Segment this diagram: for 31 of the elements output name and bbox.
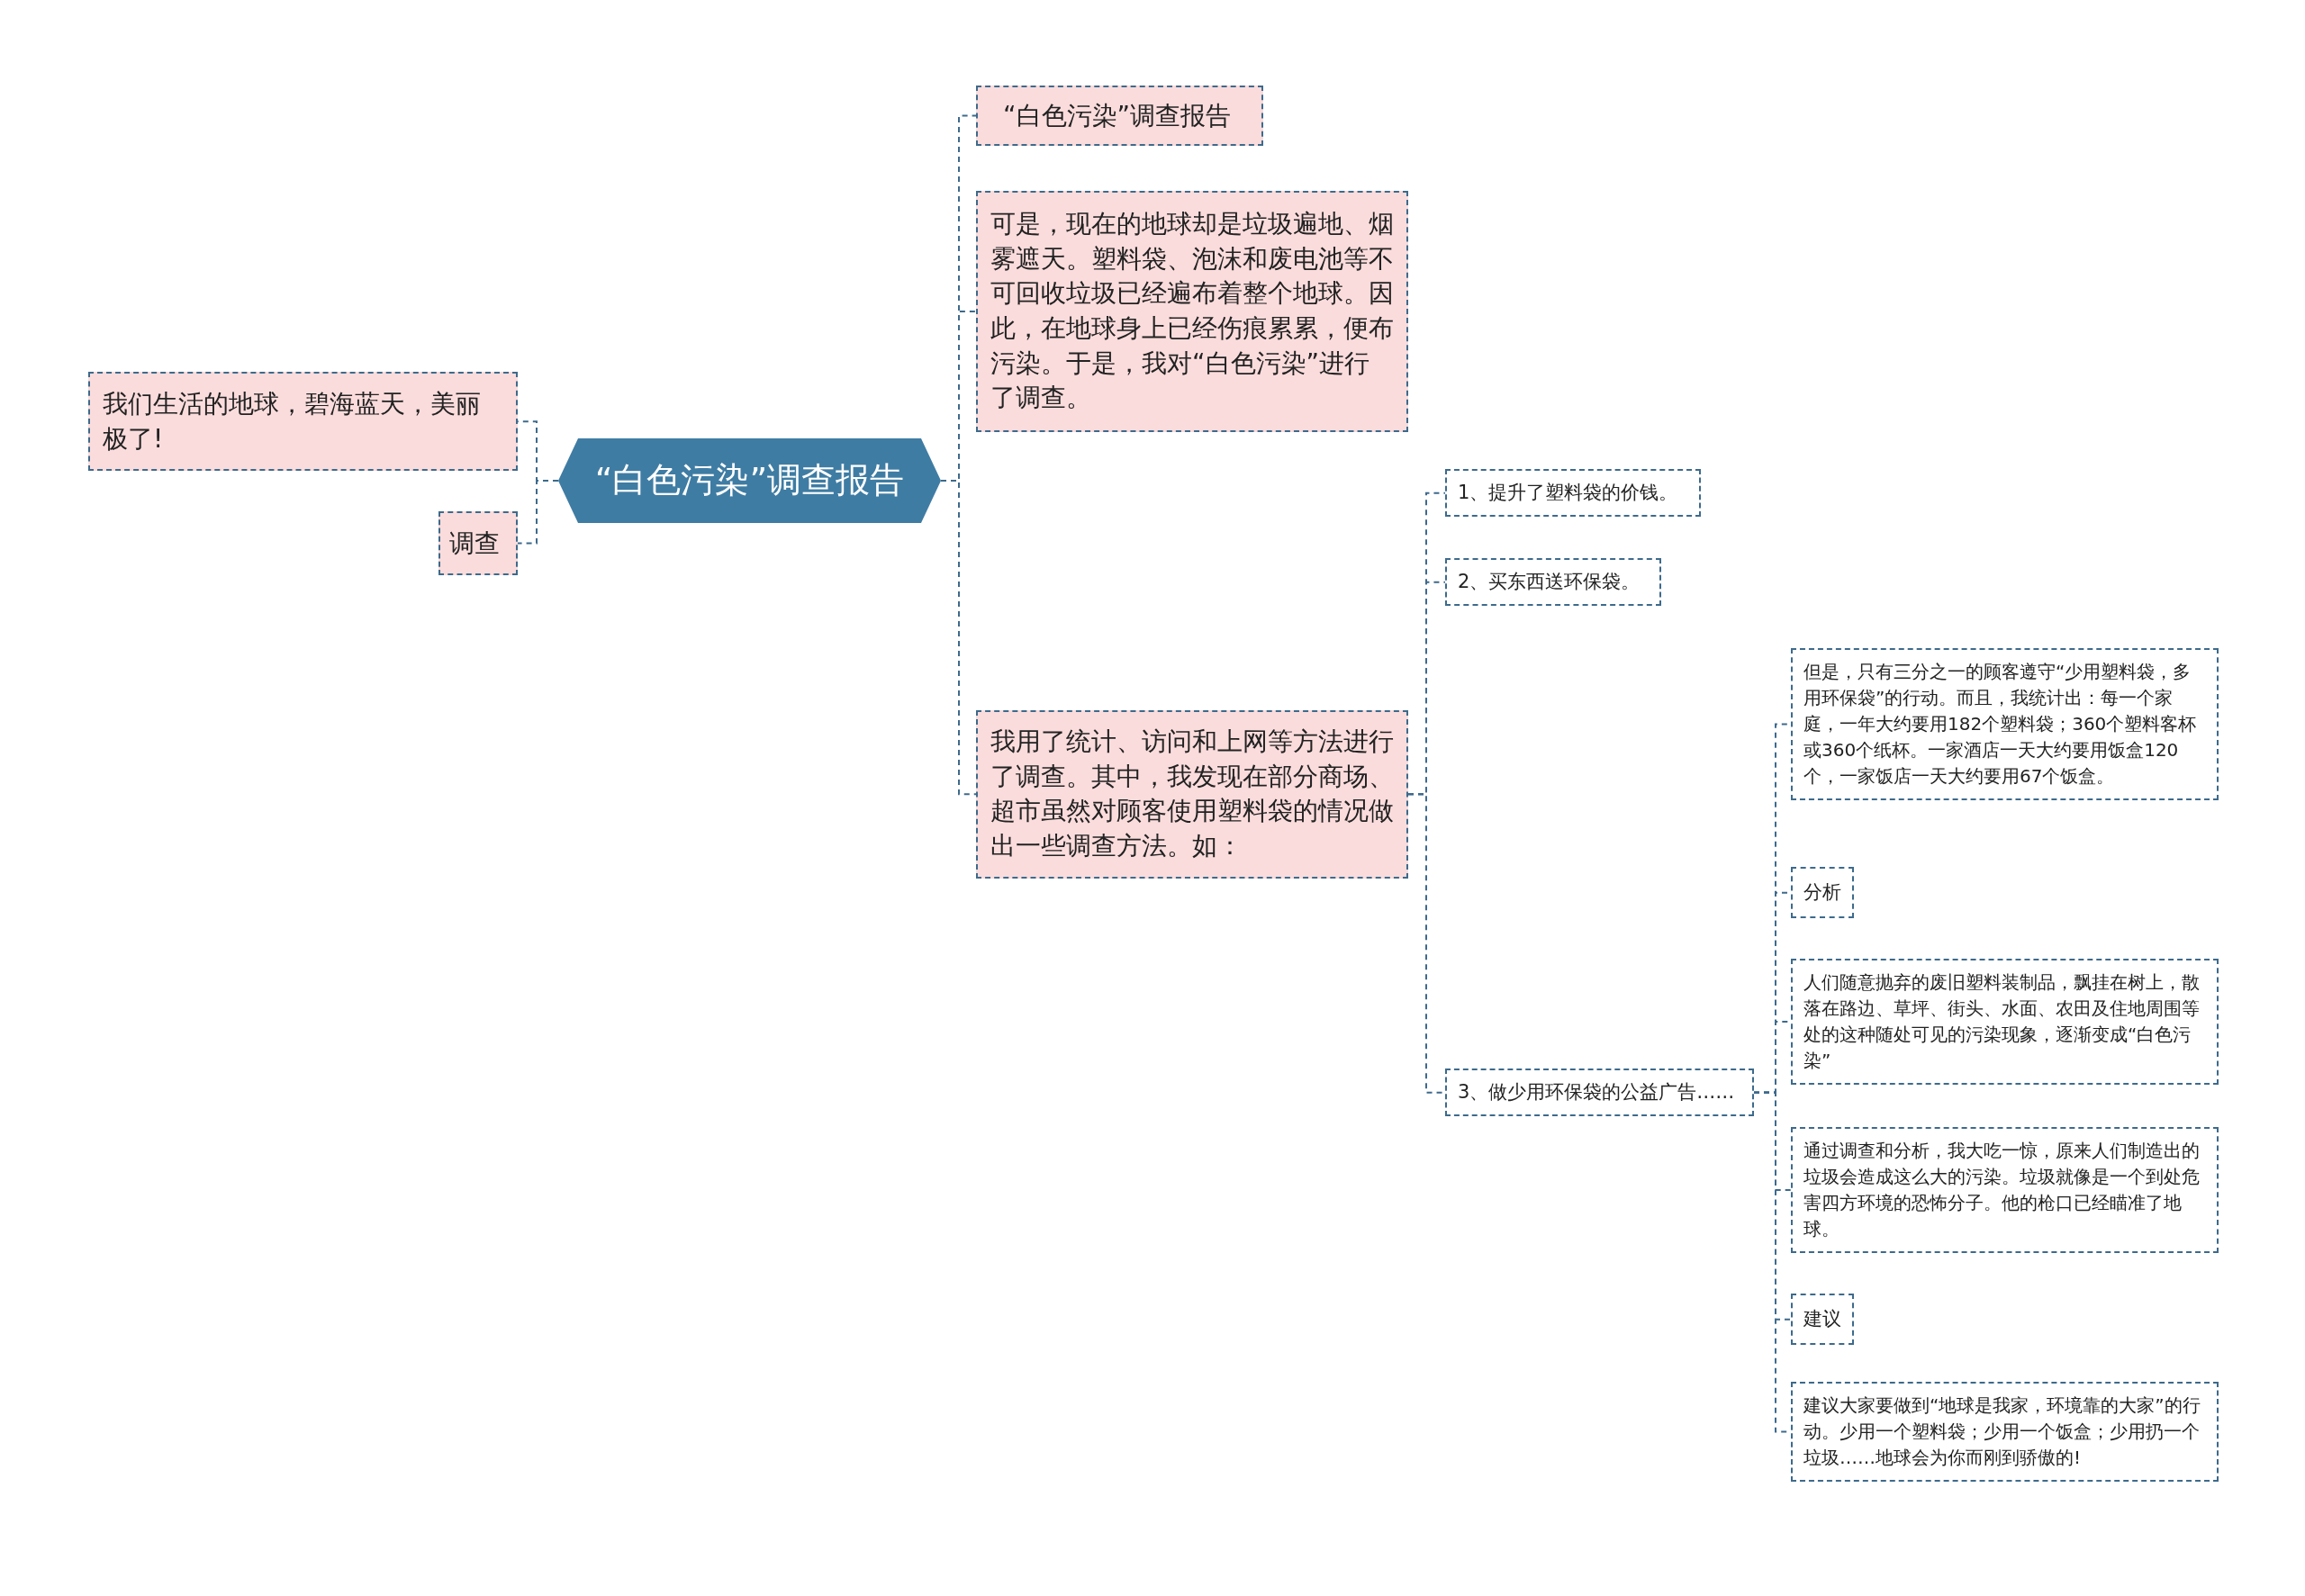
topic-text: “白色污染”调查报告 — [1003, 100, 1232, 132]
central-topic-hexagon — [558, 438, 941, 523]
topic-box — [1791, 867, 1854, 919]
topic-box — [976, 710, 1408, 879]
topic-title: “白色污染”调查报告 — [594, 459, 905, 502]
topic-text: 1、提升了塑料袋的价钱。 — [1458, 481, 1679, 505]
topic-box — [88, 372, 518, 472]
topic-text: 我们生活的地球，碧海蓝天，美丽极了! — [103, 388, 482, 456]
topic-box — [1445, 1069, 1754, 1117]
topic-box — [1445, 558, 1661, 607]
topic-text: 我用了统计、访问和上网等方法进行了调查。其中，我发现在部分商场、超市虽然对顾客使用塑料袋的情况做出一些调查方法。如： — [990, 726, 1394, 862]
topic-text: 分析 — [1803, 880, 1841, 905]
topic-box — [976, 86, 1263, 147]
topic-box — [1791, 1382, 2219, 1482]
topic-text: 建议 — [1803, 1307, 1841, 1331]
topic-box — [1791, 1294, 1854, 1346]
topic-text: 调查 — [449, 527, 501, 560]
topic-box — [1791, 648, 2219, 800]
topic-text: 可是，现在的地球却是垃圾遍地、烟雾遮天。塑料袋、泡沫和废电池等不可回收垃圾已经遍布着整个地球。因此，在地球身上已经伤痕累累，便布污染。于是，我对“白色污染”进行了调查。 — [990, 208, 1394, 415]
topic-text: 2、买东西送环保袋。 — [1458, 570, 1641, 594]
topic-box — [438, 511, 518, 576]
topic-text: 人们随意抛弃的废旧塑料装制品，飘挂在树上，散落在路边、草坪、街头、水面、农田及住地周围等处的这种随处可见的污染现象，逐渐变成“白色污染” — [1803, 970, 2201, 1073]
topic-box — [1445, 469, 1701, 518]
topic-text: 建议大家要做到“地球是我家，环境靠的大家”的行动。少用一个塑料袋；少用一个饭盒；少用扔一个垃圾……地球会为你而刚到骄傲的! — [1803, 1393, 2201, 1470]
topic-box — [976, 191, 1408, 432]
topic-text: 但是，只有三分之一的顾客遵守“少用塑料袋，多用环保袋”的行动。而且，我统计出：每一个家庭，一年大约要用182个塑料袋；360个塑料客杯或360个纸杯。一家酒店一天大约要用饭盒120个，一家饭店一天大约要用67个饭盒。 — [1803, 660, 2198, 789]
topic-text: 3、做少用环保袋的公益广告…… — [1458, 1080, 1736, 1105]
topic-box — [1791, 1127, 2219, 1253]
connector — [517, 480, 559, 545]
topic-box — [1791, 959, 2219, 1085]
topic-text: 通过调查和分析，我大吃一惊，原来人们制造出的垃圾会造成这么大的污染。垃圾就像是一个到处危害四方环境的恐怖分子。他的枪口已经瞄准了地球。 — [1803, 1139, 2201, 1241]
